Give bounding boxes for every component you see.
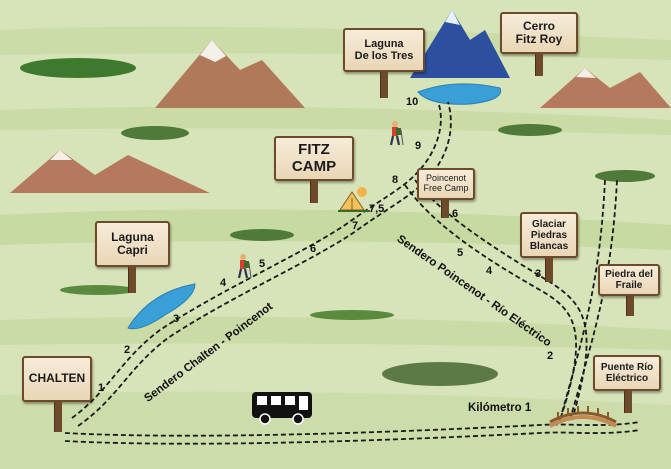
km-marker: 2 xyxy=(124,344,131,356)
bridge-icon xyxy=(549,406,617,428)
sign-post xyxy=(535,54,543,76)
tent-icon xyxy=(338,187,370,212)
sign-post xyxy=(441,200,449,218)
sign-post xyxy=(310,181,318,203)
hiker-icon xyxy=(389,121,404,146)
sign-post xyxy=(128,267,136,293)
km-marker: 2 xyxy=(547,350,554,362)
sign-post xyxy=(54,402,62,432)
km-marker: 6 xyxy=(452,208,459,220)
km-marker: 9 xyxy=(415,140,422,152)
sign-post xyxy=(545,258,553,282)
km-marker: 5 xyxy=(457,247,464,259)
mountain-icon xyxy=(10,10,671,193)
sign-post xyxy=(626,296,634,316)
sign-post xyxy=(380,72,388,98)
km-marker: 5 xyxy=(259,258,266,270)
sign-post xyxy=(624,391,632,413)
km-marker: 7 xyxy=(352,220,359,232)
km-marker: 10 xyxy=(406,96,419,108)
km-marker: 7,5 xyxy=(369,203,385,215)
km-marker: 4 xyxy=(486,265,493,277)
km-marker: 8 xyxy=(392,174,399,186)
km-marker: 1 xyxy=(98,382,105,394)
trail-name-kilometro-1: Kilómetro 1 xyxy=(468,402,532,414)
km-marker: 6 xyxy=(310,243,317,255)
bus-icon xyxy=(252,392,312,425)
km-marker: 3 xyxy=(535,268,542,280)
hiker-icon xyxy=(237,254,252,279)
km-marker: 4 xyxy=(220,277,227,289)
sign-chalten: CHALTEN xyxy=(22,356,92,402)
km-marker: 3 xyxy=(173,313,180,325)
